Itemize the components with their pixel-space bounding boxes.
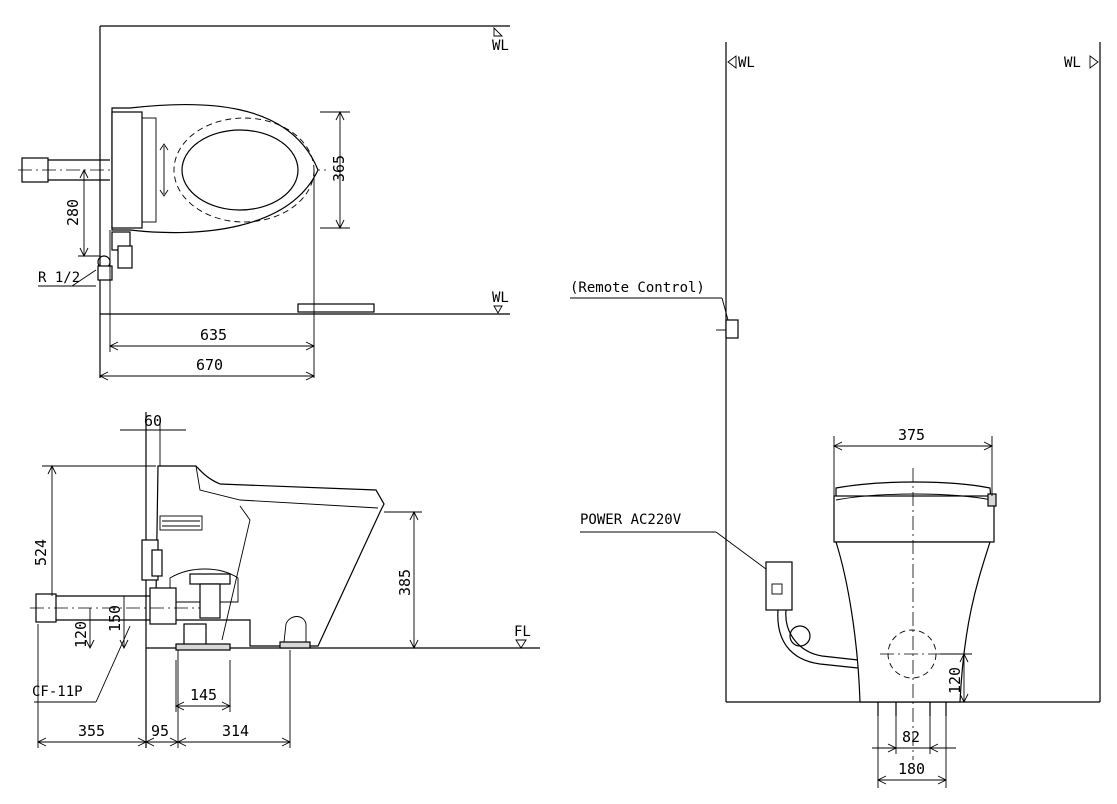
power-outlet <box>765 561 793 611</box>
dim-355: 355 <box>78 722 105 740</box>
power-label: POWER AC220V <box>580 512 682 528</box>
dim-280: 280 <box>64 199 82 226</box>
dim-314: 314 <box>222 722 249 740</box>
dim-524: 524 <box>32 539 50 566</box>
dim-120-front: 120 <box>946 667 964 694</box>
plan-view: WL WL 365 <box>18 25 510 381</box>
wl-label-bottom: WL <box>492 290 509 306</box>
wl-marker-bottom <box>493 305 503 314</box>
dim-82: 82 <box>902 728 920 746</box>
dim-375: 375 <box>898 426 925 444</box>
dim-60: 60 <box>144 412 162 430</box>
seat-body-plan <box>111 103 319 234</box>
wl-label-right: WL <box>1064 55 1081 71</box>
dim-180: 180 <box>898 760 925 778</box>
wl-label-top: WL <box>492 38 509 54</box>
side-view: FL 60 524 <box>30 412 540 748</box>
fl-label: FL <box>514 624 531 640</box>
dim-150: 150 <box>106 605 124 632</box>
wl-marker-left <box>727 55 737 69</box>
dim-670: 670 <box>196 356 223 374</box>
dim-635: 635 <box>200 326 227 344</box>
wl-marker-right <box>1089 55 1099 69</box>
front-view: WL WL (Remote Control) POWER AC220V <box>570 42 1101 788</box>
dim-365: 365 <box>330 155 348 182</box>
dim-95: 95 <box>151 722 169 740</box>
toilet-body-side <box>155 465 385 647</box>
thread-label: R 1/2 <box>38 270 80 286</box>
remote-control-label: (Remote Control) <box>570 280 705 296</box>
fitting-label: CF-11P <box>32 684 83 700</box>
fl-marker <box>515 639 527 649</box>
dim-385: 385 <box>396 569 414 596</box>
wl-label-left: WL <box>738 55 755 71</box>
dim-145: 145 <box>190 686 217 704</box>
wl-marker-top <box>493 26 504 37</box>
dim-120-side: 120 <box>72 621 90 648</box>
remote-control-box <box>725 319 739 339</box>
